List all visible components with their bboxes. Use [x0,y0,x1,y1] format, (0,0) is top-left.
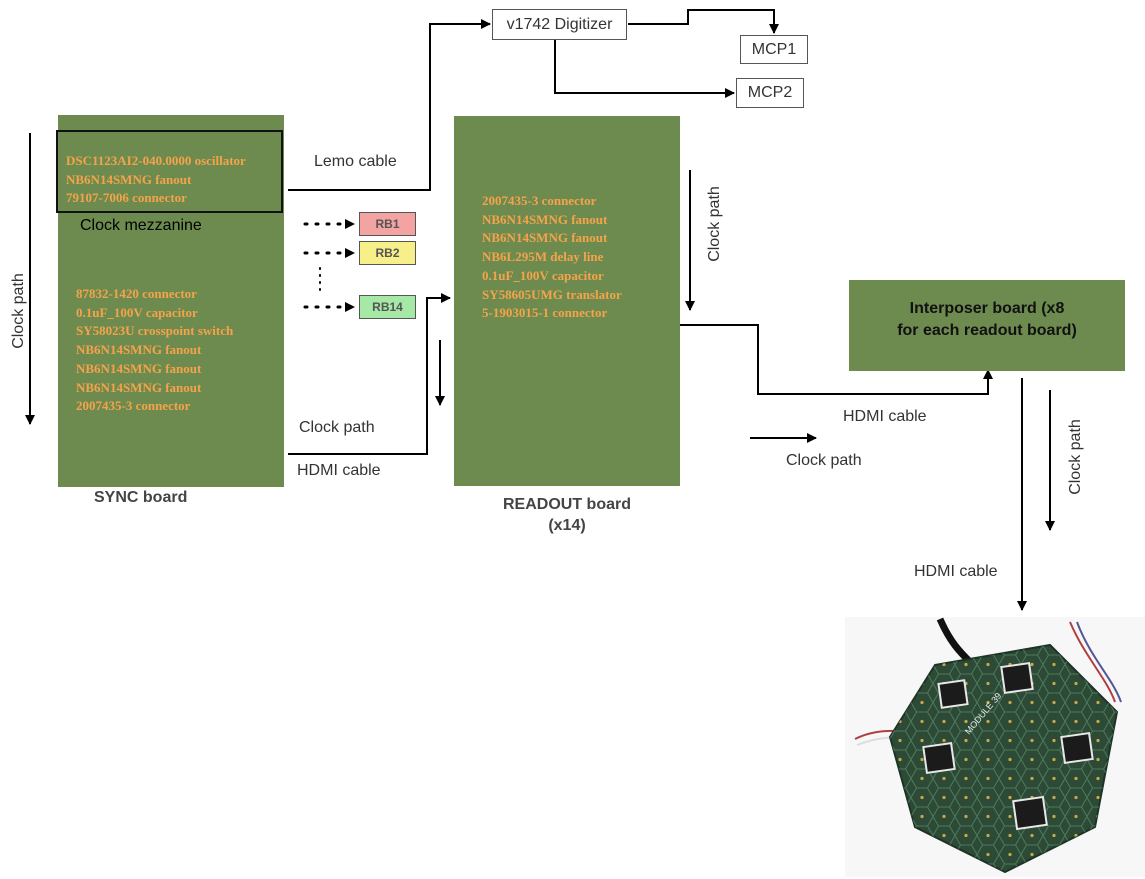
sync-component: 87832-1420 connector [76,286,197,301]
rb1-box: RB1 [359,212,416,236]
readout-component: NB6L295M delay line [482,249,604,265]
sync-board-title: SYNC board [94,489,188,506]
clock-mezzanine-label: Clock mezzanine [80,217,202,234]
readout-clock-path-label-right: Clock path [786,452,862,469]
readout-title-line1: READOUT board [503,496,631,513]
sync-board [58,115,284,487]
readout-clock-path-label: Clock path [706,186,723,262]
interposer-clock-path-label: Clock path [1067,419,1084,495]
rb14-box: RB14 [359,295,416,319]
interposer-label: Interposer board (x8 for each readout bo… [849,298,1125,342]
readout-title-line2: (x14) [548,517,586,534]
v1742-digitizer-box: v1742 Digitizer [492,9,627,40]
wire-graphic [1069,621,1116,703]
sync-component: NB6N14SMNG fanout [76,342,202,358]
sync-clock-path-label-bottom: Clock path [299,419,375,436]
mezzanine-line: NB6N14SMNG fanout [66,171,192,187]
readout-component: SY58605UMG translator [482,286,622,302]
sync-hdmi-label: HDMI cable [297,462,381,479]
sync-component: NB6N14SMNG fanout [76,360,202,376]
mcp2-box: MCP2 [736,78,804,108]
mcp1-box: MCP1 [740,35,808,64]
sync-component: SY58023U crosspoint switch [76,323,234,339]
sync-component: 2007435-3 connector [76,398,191,414]
digitizer-mcp2-line [554,40,735,98]
mezzanine-line: DSC1123AI2-040.0000 oscillator [66,153,246,168]
readout-component: 0.1uF_100V capacitor [482,267,604,283]
readout-component: NB6N14SMNG fanout [482,211,608,227]
lemo-cable-line [288,19,491,191]
interposer-line1: Interposer board (x8 [909,300,1065,317]
digitizer-mcp1-line [628,9,779,34]
interposer-line2: for each readout board) [897,322,1077,339]
sipm-chips [922,662,1094,831]
sync-component: 0.1uF_100V capacitor [76,304,198,320]
mezzanine-components: DSC1123AI2-040.0000 oscillator NB6N14SMN… [66,152,246,208]
readout-board-title: READOUT board (x14) [480,494,654,536]
mezzanine-line: 79107-7006 connector [66,190,187,206]
readout-component: 5-1903015-1 connector [482,305,608,321]
readout-component: NB6N14SMNG fanout [482,230,608,246]
readout-components: 2007435-3 connector NB6N14SMNG fanout NB… [482,192,622,323]
readout-hdmi-line [680,324,993,395]
sync-clock-path-label: Clock path [10,273,27,349]
module-photo: MODULE 39 [845,617,1145,877]
sync-components: 87832-1420 connector 0.1uF_100V capacito… [76,285,233,416]
sync-component: NB6N14SMNG fanout [76,379,202,395]
lemo-cable-label: Lemo cable [314,153,397,170]
rb2-box: RB2 [359,241,416,265]
interposer-board [849,280,1125,371]
readout-component: 2007435-3 connector [482,193,597,208]
sync-hdmi-line [288,293,451,455]
wire-graphic [1076,621,1122,703]
clock-mezzanine-box [56,130,283,213]
readout-board [454,116,680,486]
readout-hdmi-label: HDMI cable [843,408,927,425]
module-hdmi-label: HDMI cable [914,563,998,580]
